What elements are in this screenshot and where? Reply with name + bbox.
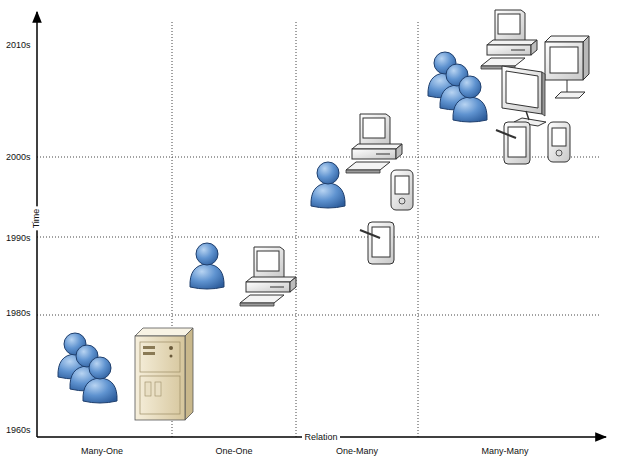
server-icon	[135, 328, 193, 420]
year-label: 2010s	[6, 40, 31, 51]
category-label: One-One	[215, 446, 252, 457]
category-label: Many-Many	[481, 446, 528, 457]
axis-title: Relation	[302, 432, 339, 443]
category-label: Many-One	[81, 446, 123, 457]
pda-icon	[391, 170, 413, 210]
category-label: One-Many	[336, 446, 378, 457]
flat-monitor-icon	[502, 66, 546, 126]
monitor-icon	[545, 36, 589, 98]
person-icon	[311, 162, 345, 208]
person-icon	[190, 243, 224, 289]
person-icon	[453, 76, 487, 122]
grid-line	[418, 22, 419, 437]
tablet-icon	[360, 222, 394, 264]
grid-line	[37, 237, 600, 238]
year-label: 1980s	[6, 308, 31, 319]
computer-icon	[481, 10, 537, 69]
person-icon	[83, 357, 117, 403]
grid-line	[37, 315, 600, 316]
pda-icon	[548, 122, 570, 162]
computer-icon	[240, 247, 296, 306]
year-label: 2000s	[6, 152, 31, 163]
year-label: 1990s	[6, 233, 31, 244]
grid-line	[296, 22, 297, 437]
axis-title: Time	[31, 206, 42, 230]
tablet-icon	[496, 122, 530, 164]
grid-lines	[37, 22, 600, 437]
year-label: 1960s	[6, 425, 31, 436]
computer-icon	[346, 114, 402, 173]
